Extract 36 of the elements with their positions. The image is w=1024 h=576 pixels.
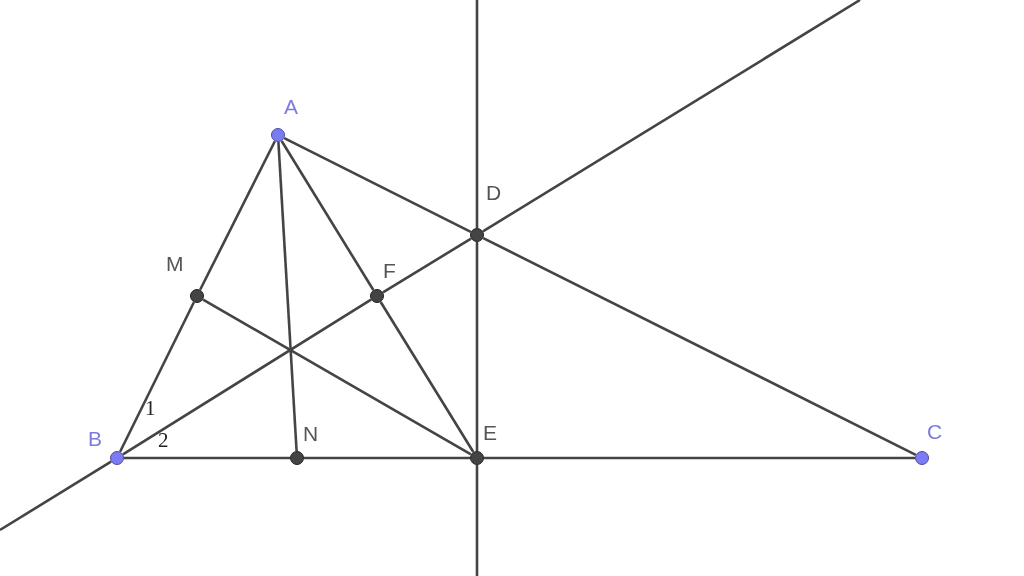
point <box>470 228 484 242</box>
point-label: N <box>303 423 319 444</box>
point-label: A <box>284 96 298 117</box>
line-segment <box>280 140 375 291</box>
line-segment <box>484 456 915 460</box>
point-label: F <box>383 260 396 281</box>
line-segment <box>382 237 472 294</box>
line-segment <box>0 460 112 532</box>
point-label: C <box>927 421 943 442</box>
point <box>110 451 124 465</box>
point-label: D <box>486 182 502 203</box>
angle-number: 1 <box>145 398 156 419</box>
angle-number: 2 <box>158 430 169 451</box>
point <box>470 451 484 465</box>
line-segment <box>118 301 196 453</box>
point <box>271 128 285 142</box>
point <box>190 289 204 303</box>
point-label: M <box>166 253 184 274</box>
line-segment <box>124 456 290 460</box>
line-segment <box>304 456 470 460</box>
point-label: B <box>88 428 102 449</box>
line-segment <box>122 298 372 456</box>
line-segment <box>379 301 475 453</box>
line-segment <box>482 0 861 233</box>
point <box>290 451 304 465</box>
line-segment <box>202 298 472 456</box>
line-segment <box>475 0 479 228</box>
line-segment <box>475 465 479 576</box>
line-segment <box>283 136 472 234</box>
point <box>915 451 929 465</box>
line-segment <box>475 242 479 451</box>
line-segment <box>277 141 298 452</box>
line-segment <box>199 140 276 291</box>
line-segment <box>482 236 917 457</box>
point-label: E <box>483 422 497 443</box>
point <box>370 289 384 303</box>
